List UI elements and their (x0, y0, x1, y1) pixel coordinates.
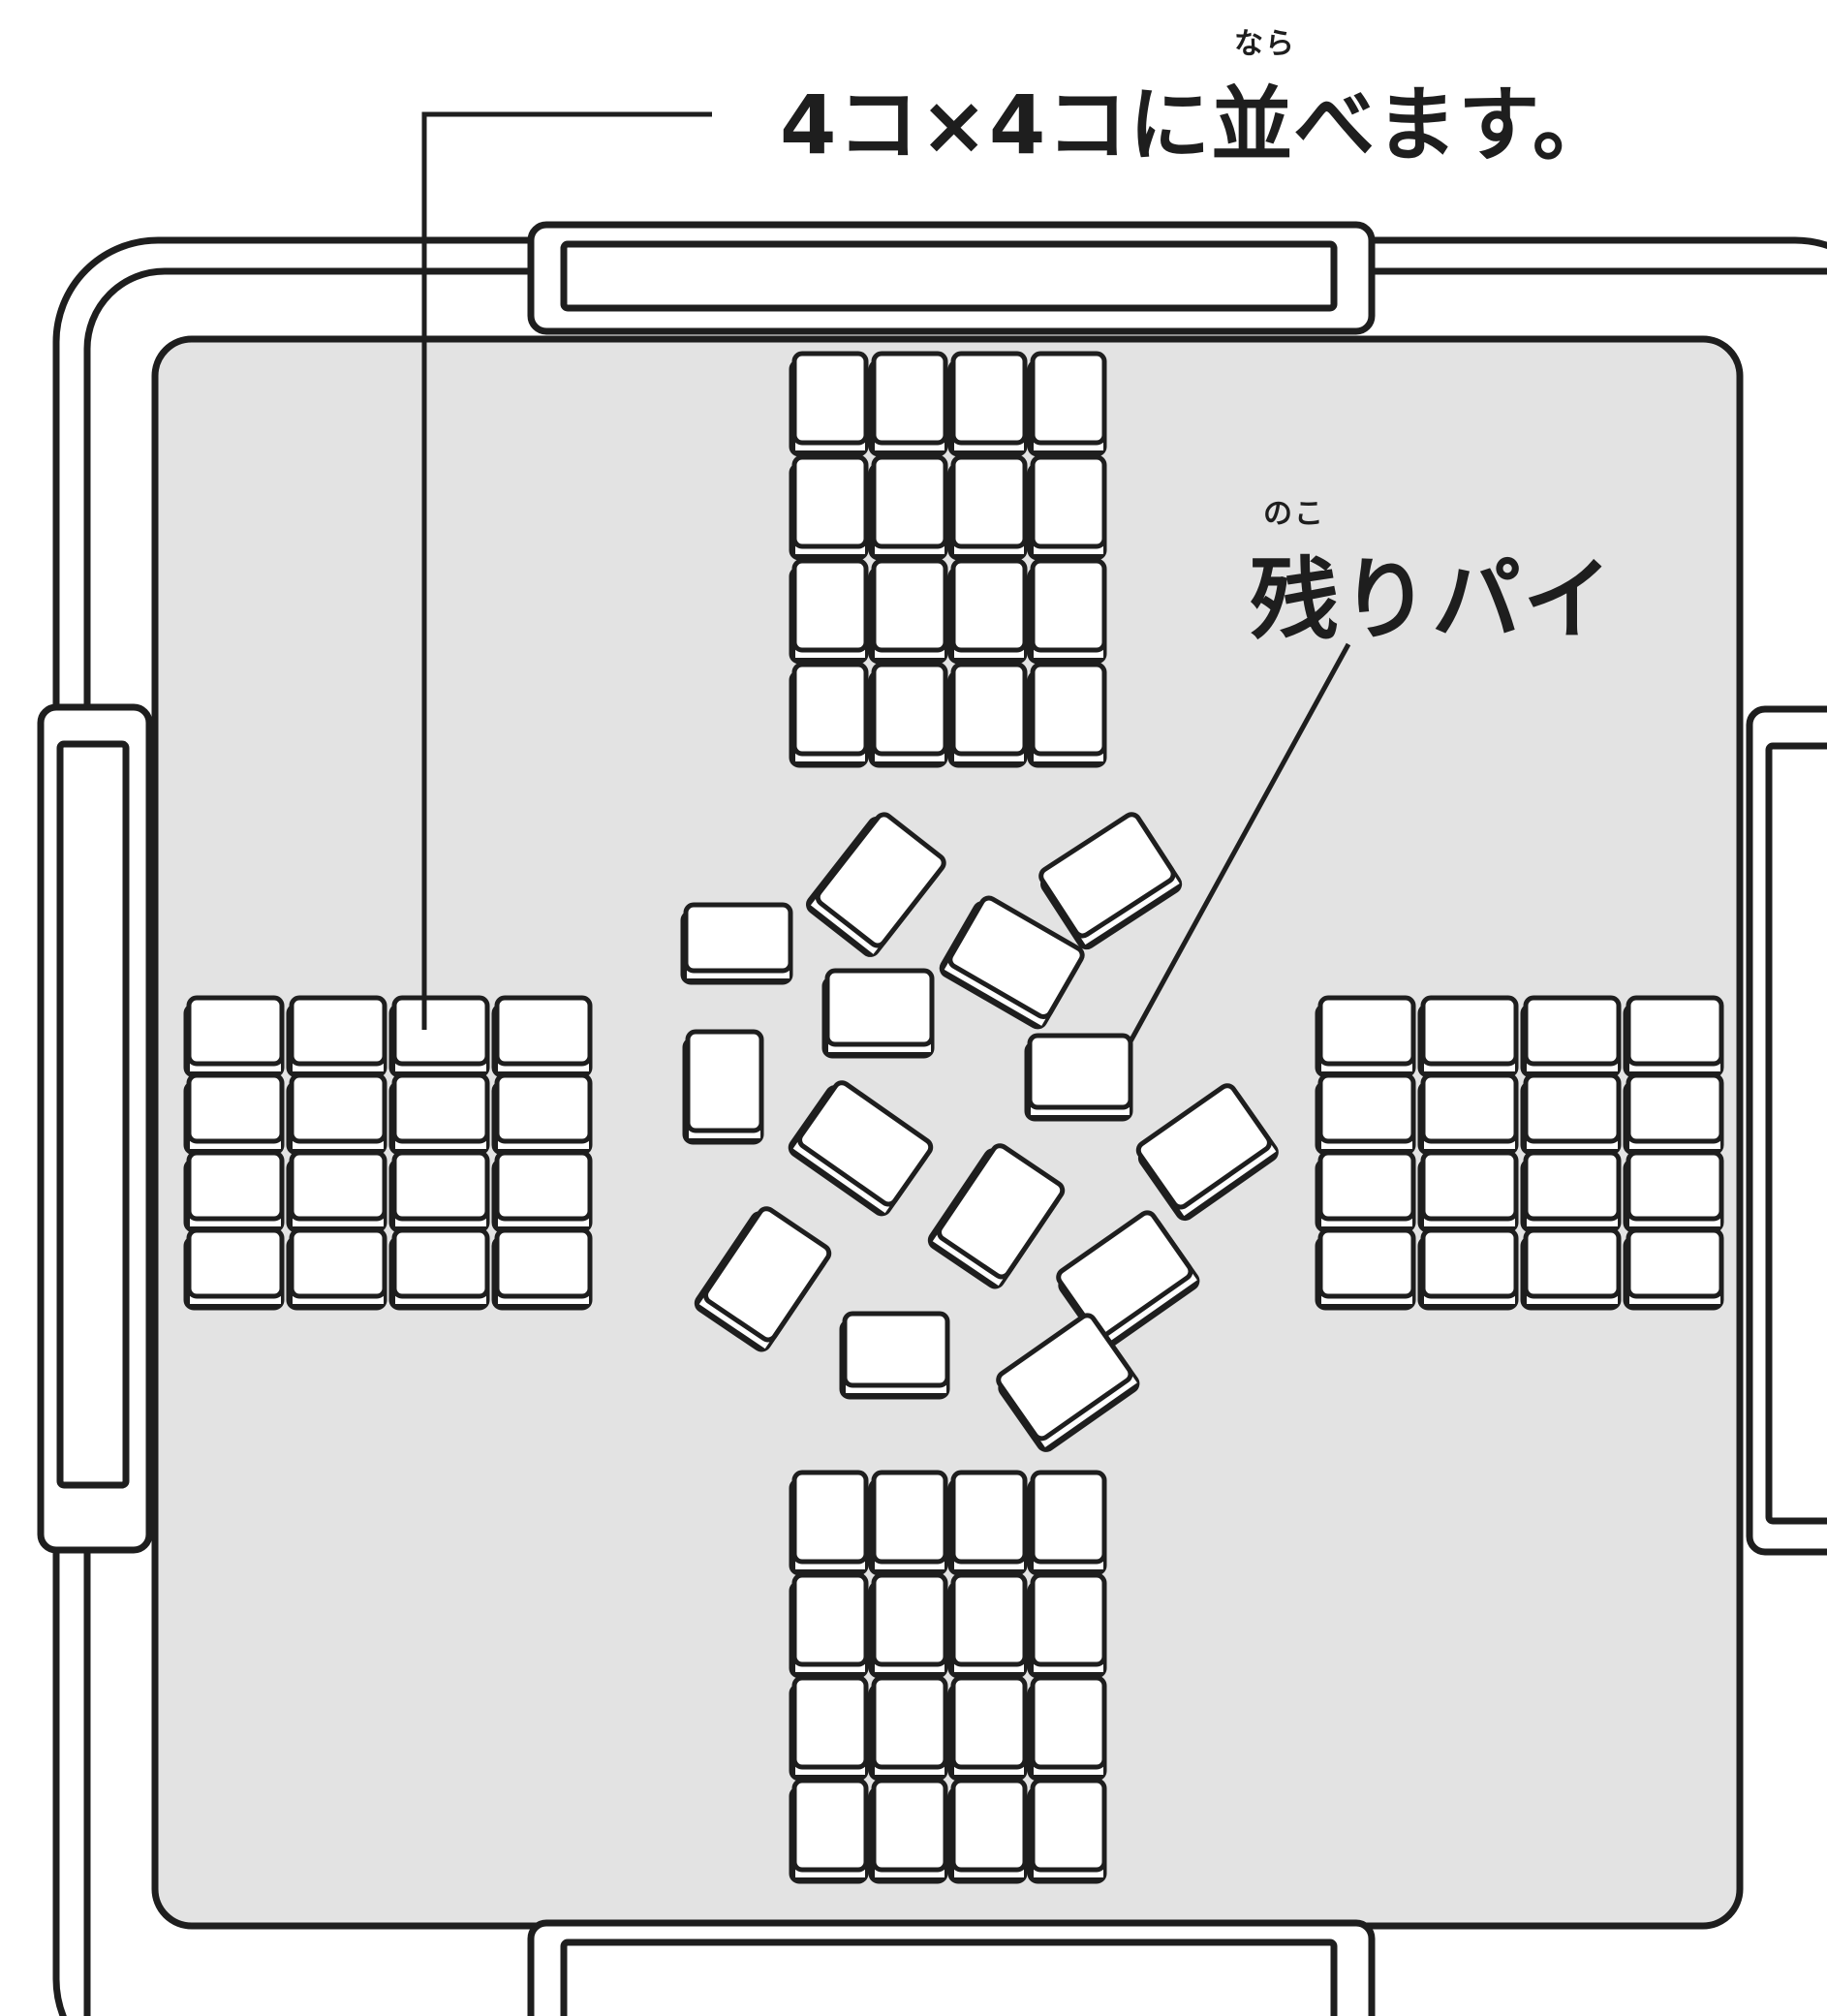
tile (789, 1470, 869, 1576)
tile (868, 454, 948, 561)
remaining-tile (1024, 1033, 1133, 1122)
remaining-leader-line (1128, 642, 1351, 1043)
tile (1417, 1227, 1519, 1311)
tile (1315, 1227, 1416, 1311)
tile (388, 1150, 490, 1233)
tile (388, 995, 490, 1078)
arrange-caption-ruby: なら (1234, 27, 1296, 61)
tile (1027, 1778, 1107, 1884)
tile (1520, 995, 1622, 1078)
remaining-tile (821, 968, 935, 1059)
tile (947, 1572, 1028, 1679)
table-handle-bottom (527, 1919, 1376, 2016)
tile-block-left (183, 995, 593, 1311)
remaining-tile (939, 895, 1085, 1030)
remaining-tile (806, 812, 946, 957)
tile (947, 558, 1028, 665)
tile (789, 1572, 869, 1679)
tile (1027, 1675, 1107, 1782)
tile (183, 1227, 285, 1311)
tile (1520, 1072, 1622, 1156)
tile (868, 1572, 948, 1679)
tile (183, 995, 285, 1078)
tile (1623, 1072, 1724, 1156)
tile (491, 995, 593, 1078)
remaining-tile (682, 1029, 764, 1145)
tile (947, 1675, 1028, 1782)
remaining-tile (996, 1313, 1140, 1452)
tile (1315, 1072, 1416, 1156)
arrange-leader-line (421, 111, 712, 1030)
remaining-caption-ruby: のこ (1263, 497, 1325, 531)
tile (789, 662, 869, 768)
tile (789, 454, 869, 561)
table-handle-left (37, 703, 153, 1554)
remaining-tile (680, 902, 793, 985)
tile (1027, 351, 1107, 457)
tile (1623, 1227, 1724, 1311)
tile (1027, 1572, 1107, 1679)
remaining-tile (694, 1206, 832, 1352)
tile (286, 1072, 387, 1156)
tile (789, 558, 869, 665)
tile (286, 995, 387, 1078)
tile (947, 1470, 1028, 1576)
tile (868, 1778, 948, 1884)
remaining-tiles (680, 812, 1279, 1452)
tile (1027, 454, 1107, 561)
tile (1417, 1072, 1519, 1156)
tile (1520, 1227, 1622, 1311)
tile (789, 1675, 869, 1782)
tile (947, 662, 1028, 768)
tile (286, 1227, 387, 1311)
tile-block-bottom (789, 1470, 1107, 1884)
remaining-tile (839, 1311, 950, 1400)
leader-lines (421, 111, 1351, 1043)
tile-block-right (1315, 995, 1724, 1311)
tile (1623, 995, 1724, 1078)
tile (491, 1072, 593, 1156)
tile (491, 1150, 593, 1233)
tile (947, 454, 1028, 561)
tile (1520, 1150, 1622, 1233)
tile (868, 351, 948, 457)
remaining-tile (1038, 812, 1183, 950)
tile (1027, 662, 1107, 768)
tile (286, 1150, 387, 1233)
table-frame (37, 221, 1827, 2016)
tile (1027, 1470, 1107, 1576)
tile-block-top (789, 351, 1107, 768)
remaining-caption: 残りパイ (1250, 548, 1615, 652)
arrange-caption: 4コ×4コに並べます。 (780, 78, 1615, 172)
tile (1623, 1150, 1724, 1233)
tile (388, 1072, 490, 1156)
table-handle-right (1746, 705, 1827, 1556)
tile (789, 1778, 869, 1884)
tile (1417, 995, 1519, 1078)
tile (868, 662, 948, 768)
tile (491, 1227, 593, 1311)
tile (947, 1778, 1028, 1884)
tile (1417, 1150, 1519, 1233)
tile (1315, 1150, 1416, 1233)
remaining-tile (1135, 1083, 1279, 1222)
tile (388, 1227, 490, 1311)
tile (868, 1470, 948, 1576)
tile (1315, 995, 1416, 1078)
table-handle-top (527, 221, 1376, 335)
remaining-tile (788, 1080, 934, 1217)
tile (947, 351, 1028, 457)
tile (789, 351, 869, 457)
tile (868, 558, 948, 665)
tile (183, 1072, 285, 1156)
tile (1027, 558, 1107, 665)
remaining-tile (1056, 1210, 1200, 1349)
tile (183, 1150, 285, 1233)
remaining-tile (927, 1143, 1066, 1289)
tile (868, 1675, 948, 1782)
